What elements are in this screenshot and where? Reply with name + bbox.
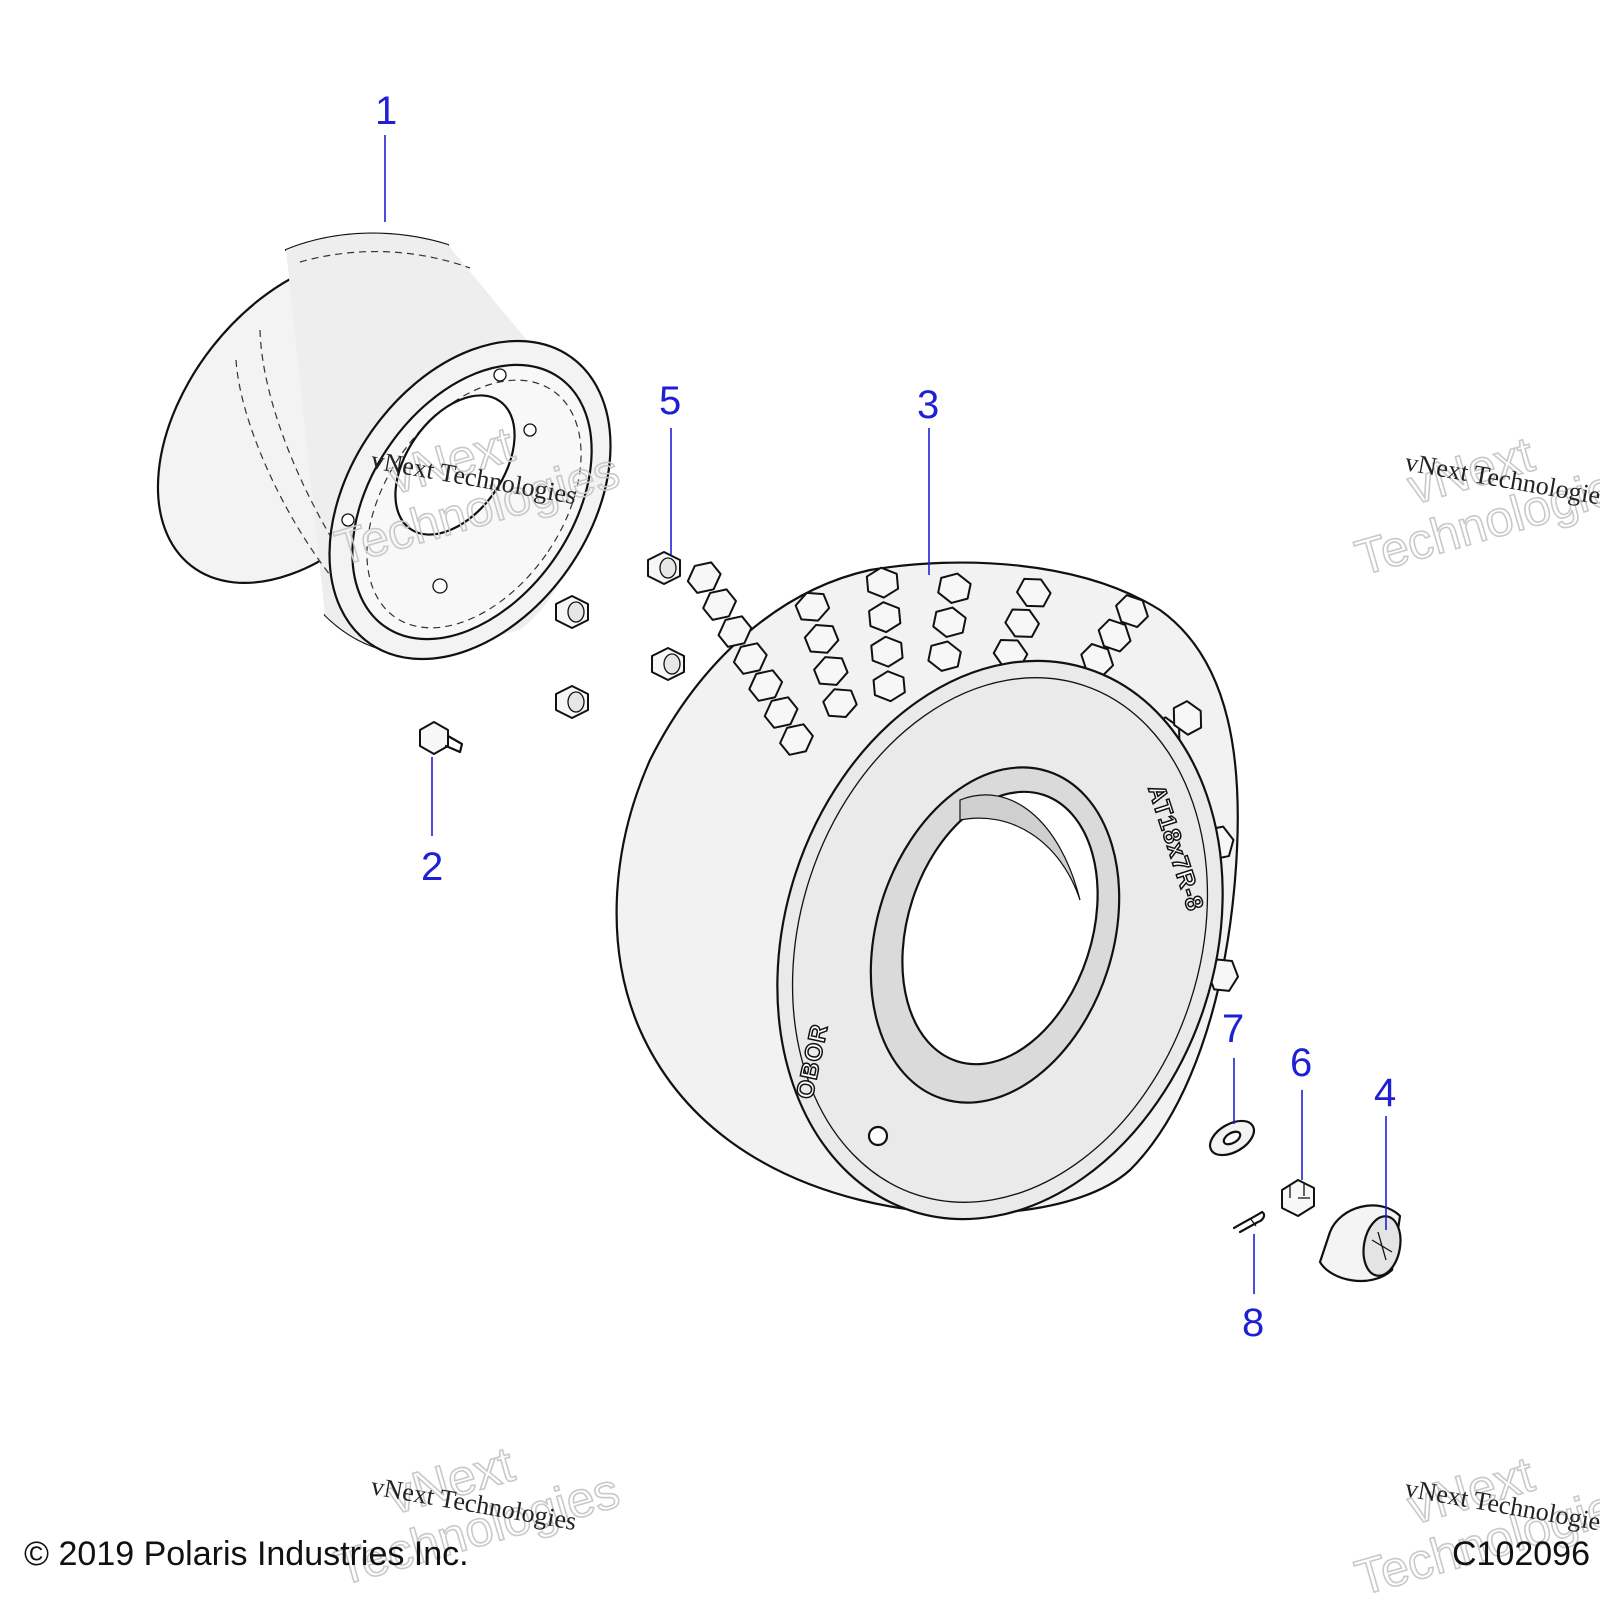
figure-id: C102096: [1452, 1535, 1590, 1573]
washer-part-7: [1208, 1119, 1256, 1157]
tread-block: [1115, 594, 1149, 629]
castle-nut-part-6: [1281, 1179, 1315, 1217]
tread-block: [1016, 577, 1052, 608]
tread-block: [937, 572, 972, 604]
lug-nuts-part-5: [555, 551, 685, 719]
tread-block: [779, 723, 814, 756]
tread-block: [1004, 608, 1040, 638]
tread-block: [822, 688, 858, 719]
tread-block: [813, 656, 849, 686]
leader-lines: [384, 135, 1387, 1294]
tread-block: [1097, 618, 1132, 653]
tread-block: [794, 591, 831, 622]
tread-block: [763, 696, 799, 729]
tread-block: [870, 635, 904, 668]
tread-block: [932, 606, 967, 638]
callout-2: 2: [421, 845, 443, 889]
callout-1: 1: [375, 89, 397, 133]
tread-block: [717, 615, 753, 648]
tread-block: [803, 623, 840, 654]
wheel-stud-part-2: [419, 721, 464, 755]
tread-block: [927, 640, 962, 672]
hub-cap-part-4: [1318, 1204, 1402, 1283]
tread-block: [1172, 700, 1203, 736]
tread-block: [686, 561, 722, 594]
tread-block: [872, 670, 906, 703]
tread-block: [748, 669, 784, 702]
cotter-pin-part-8: [1232, 1210, 1266, 1234]
copyright-notice: © 2019 Polaris Industries Inc.: [24, 1535, 469, 1573]
callout-5: 5: [659, 379, 681, 423]
tread-block: [702, 588, 737, 621]
callout-8: 8: [1242, 1301, 1264, 1345]
tread-block: [868, 601, 902, 634]
tire-part-3: AT18x7R-8 OBOR: [615, 561, 1240, 1221]
callout-7: 7: [1222, 1007, 1244, 1051]
callout-6: 6: [1290, 1041, 1312, 1085]
tread-block: [732, 642, 768, 675]
tread-block: [865, 566, 900, 599]
wheel-rim-part-1: [156, 232, 612, 661]
callout-3: 3: [917, 383, 939, 427]
callout-4: 4: [1374, 1071, 1396, 1115]
